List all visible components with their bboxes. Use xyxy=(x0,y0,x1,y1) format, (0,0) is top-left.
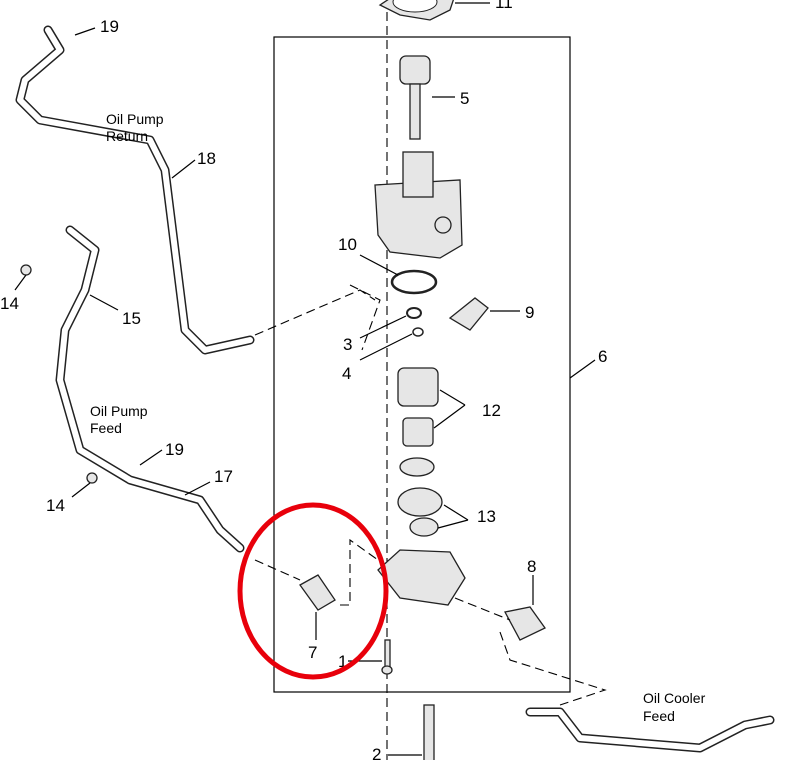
screw-part-1[interactable] xyxy=(381,639,393,675)
label-oil-cooler-feed-line1: Oil Cooler xyxy=(643,690,706,706)
callout-10: 10 xyxy=(338,235,357,254)
bolt-part-14-top[interactable] xyxy=(20,264,32,276)
highlight-circle xyxy=(237,502,389,680)
assembly-frame xyxy=(273,36,571,693)
callout-19-top: 19 xyxy=(100,17,119,36)
gasket-part-11[interactable] xyxy=(378,0,455,21)
callout-8: 8 xyxy=(527,557,536,576)
callout-5: 5 xyxy=(460,89,469,108)
callout-18: 18 xyxy=(197,149,216,168)
callout-14-lower: 14 xyxy=(46,496,65,515)
callout-6: 6 xyxy=(598,347,607,366)
o-ring-part-10[interactable] xyxy=(390,269,438,295)
fitting-part-7[interactable] xyxy=(299,574,336,611)
oil-cooler-feed-tube[interactable] xyxy=(525,707,775,753)
label-oil-pump-return-line2: Return xyxy=(106,128,148,144)
pump-cover[interactable] xyxy=(377,549,466,606)
stud-part-2[interactable] xyxy=(423,704,435,760)
oil-pump-return-tube-part-18[interactable] xyxy=(15,25,255,355)
callout-12: 12 xyxy=(482,401,501,420)
callout-17: 17 xyxy=(214,467,233,486)
pump-body[interactable] xyxy=(374,151,463,259)
callout-1: 1 xyxy=(338,652,347,671)
callout-3: 3 xyxy=(343,335,352,354)
ring-part-4[interactable] xyxy=(412,327,424,337)
elbow-fitting-part-9[interactable] xyxy=(448,297,489,331)
callout-19-lower: 19 xyxy=(165,440,184,459)
oil-pump-feed-tube-part-17[interactable] xyxy=(55,225,245,553)
callout-14-top: 14 xyxy=(0,294,19,313)
fitting-part-8[interactable] xyxy=(504,606,546,641)
label-oil-pump-feed-line2: Feed xyxy=(90,420,122,436)
bolt-part-14-lower[interactable] xyxy=(86,472,98,484)
label-oil-pump-return-line1: Oil Pump xyxy=(106,111,164,127)
callout-13: 13 xyxy=(477,507,496,526)
drive-shaft-part-5[interactable] xyxy=(399,55,431,140)
callout-11: 11 xyxy=(495,0,513,12)
rotor-set-part-13[interactable] xyxy=(397,487,443,537)
gear-set-part-12[interactable] xyxy=(397,367,439,447)
callout-7: 7 xyxy=(308,643,317,662)
callout-15: 15 xyxy=(122,309,141,328)
washer[interactable] xyxy=(399,457,435,477)
label-oil-cooler-feed-line2: Feed xyxy=(643,708,675,724)
label-oil-pump-feed-line1: Oil Pump xyxy=(90,403,148,419)
callout-4: 4 xyxy=(342,364,351,383)
callout-9: 9 xyxy=(525,303,534,322)
washer-part-3[interactable] xyxy=(406,307,422,319)
callout-2: 2 xyxy=(372,745,381,760)
